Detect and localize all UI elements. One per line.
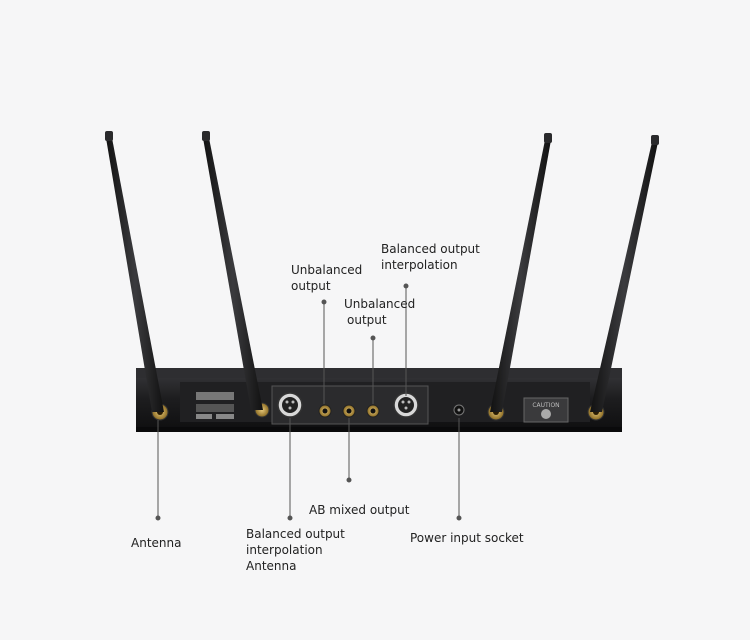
callout-line: Antenna (246, 559, 297, 573)
callout-line: Power input socket (410, 531, 524, 545)
callout-line: output (347, 313, 387, 327)
callout-line: Unbalanced (291, 263, 363, 277)
unbalanced-output-jack (366, 404, 380, 418)
callout-ab-mixed-output: AB mixed output (309, 502, 409, 518)
leader-dot (403, 283, 409, 289)
callout-balanced-output-top: Balanced output interpolation (381, 241, 480, 273)
antenna (202, 131, 263, 410)
xlr-output-jack (393, 392, 419, 418)
callout-line: Antenna (131, 536, 182, 550)
leader-dot (321, 299, 327, 305)
mixed-output-jack (342, 404, 356, 418)
xlr-output-jack (277, 392, 303, 418)
callout-line: Balanced output (381, 242, 480, 256)
callout-line: AB mixed output (309, 503, 410, 517)
receiver-unit: CAUTION (136, 368, 622, 432)
callout-power-input-socket: Power input socket (410, 530, 524, 546)
power-socket (453, 404, 465, 416)
leader-dot (155, 515, 161, 521)
unbalanced-output-jack (318, 404, 332, 418)
callout-antenna: Antenna (131, 535, 181, 551)
callout-line: output (291, 279, 331, 293)
leader-dot (370, 335, 376, 341)
antenna (590, 135, 659, 412)
leader-dot (346, 477, 352, 483)
callout-line: interpolation (381, 258, 458, 272)
caution-label: CAUTION (532, 402, 559, 409)
callout-line: interpolation (246, 543, 323, 557)
leader-dot (287, 515, 293, 521)
antenna (105, 131, 164, 412)
antenna (490, 133, 552, 412)
leader-dot (456, 515, 462, 521)
callout-line: Unbalanced (344, 297, 416, 311)
callout-unbalanced-output-mid: Unbalanced output (344, 296, 415, 328)
callout-balanced-output-bottom: Balanced output interpolation Antenna (246, 526, 345, 574)
callout-unbalanced-output-left: Unbalanced output (291, 262, 362, 294)
callout-line: Balanced output (246, 527, 345, 541)
